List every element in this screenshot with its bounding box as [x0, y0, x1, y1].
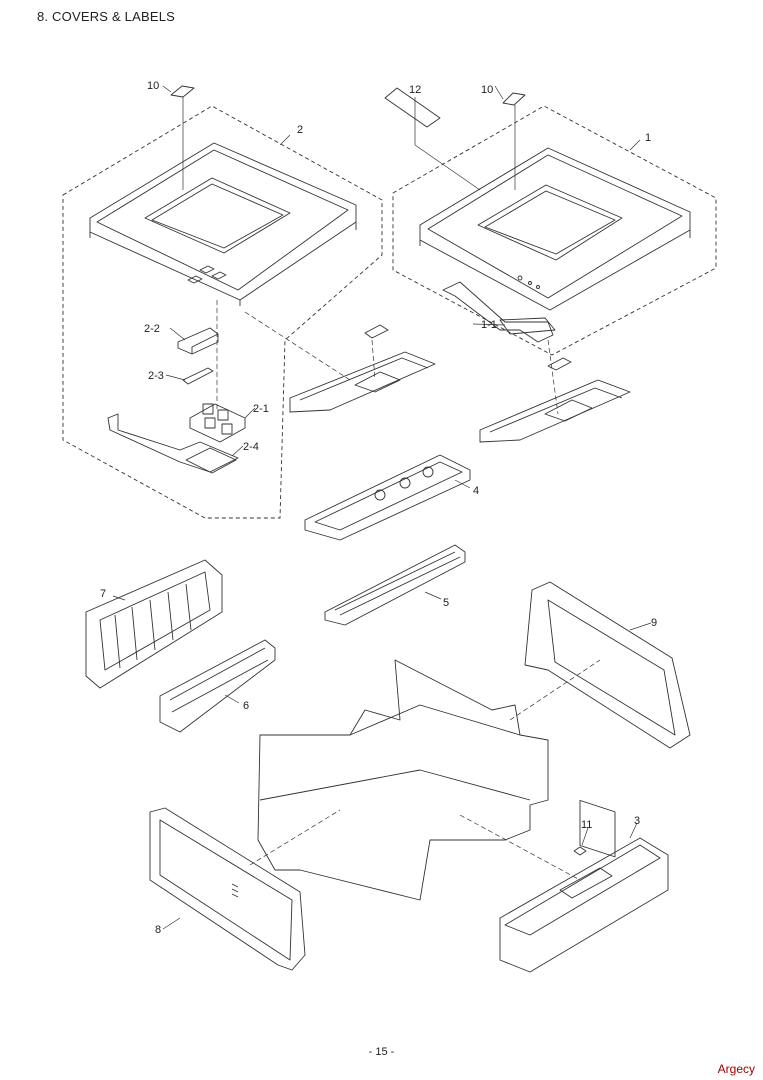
page-title: 8. COVERS & LABELS — [37, 9, 175, 24]
callout-1: 1 — [645, 132, 651, 144]
label-12 — [384, 87, 441, 128]
group-box-2 — [62, 105, 383, 519]
part-5 — [324, 544, 466, 626]
callout-10-left: 10 — [147, 80, 159, 92]
watermark: Argecy — [717, 1062, 755, 1076]
part-2-3 — [182, 367, 214, 385]
callout-2-1: 2-1 — [253, 403, 269, 415]
part-3 — [499, 837, 669, 973]
label-11 — [573, 846, 587, 856]
callout-2: 2 — [297, 124, 303, 136]
main-body-frame — [257, 659, 549, 901]
callout-6: 6 — [243, 700, 249, 712]
part-2-4 — [107, 413, 239, 474]
callout-3: 3 — [634, 815, 640, 827]
part-6 — [159, 639, 276, 733]
part-4 — [304, 454, 471, 541]
part-9 — [524, 581, 691, 858]
label-10-left — [170, 85, 195, 98]
callout-1-1: 1-1 — [481, 319, 497, 331]
label-10-right — [502, 92, 526, 106]
part-2-1 — [189, 403, 246, 443]
part-8 — [149, 807, 306, 971]
callout-7: 7 — [100, 588, 106, 600]
callout-9: 9 — [651, 617, 657, 629]
callout-4: 4 — [473, 485, 479, 497]
paper-support-left — [289, 324, 436, 413]
paper-support-right — [479, 357, 631, 443]
page-number: - 15 - — [368, 1046, 395, 1058]
part-2-2 — [177, 327, 219, 355]
callout-12: 12 — [409, 84, 421, 96]
callout-10-right: 10 — [481, 84, 493, 96]
part-7 — [85, 559, 223, 689]
callout-11: 11 — [581, 819, 592, 831]
callout-2-3: 2-3 — [148, 370, 164, 382]
group-box-1 — [392, 105, 717, 356]
callout-2-2: 2-2 — [144, 323, 160, 335]
part-1-1 — [442, 281, 556, 343]
callout-8: 8 — [155, 924, 161, 936]
callout-2-4: 2-4 — [243, 441, 259, 453]
top-cover-1 — [419, 147, 691, 311]
leader-lines — [112, 85, 652, 930]
callout-5: 5 — [443, 597, 449, 609]
top-cover-2 — [89, 142, 357, 306]
